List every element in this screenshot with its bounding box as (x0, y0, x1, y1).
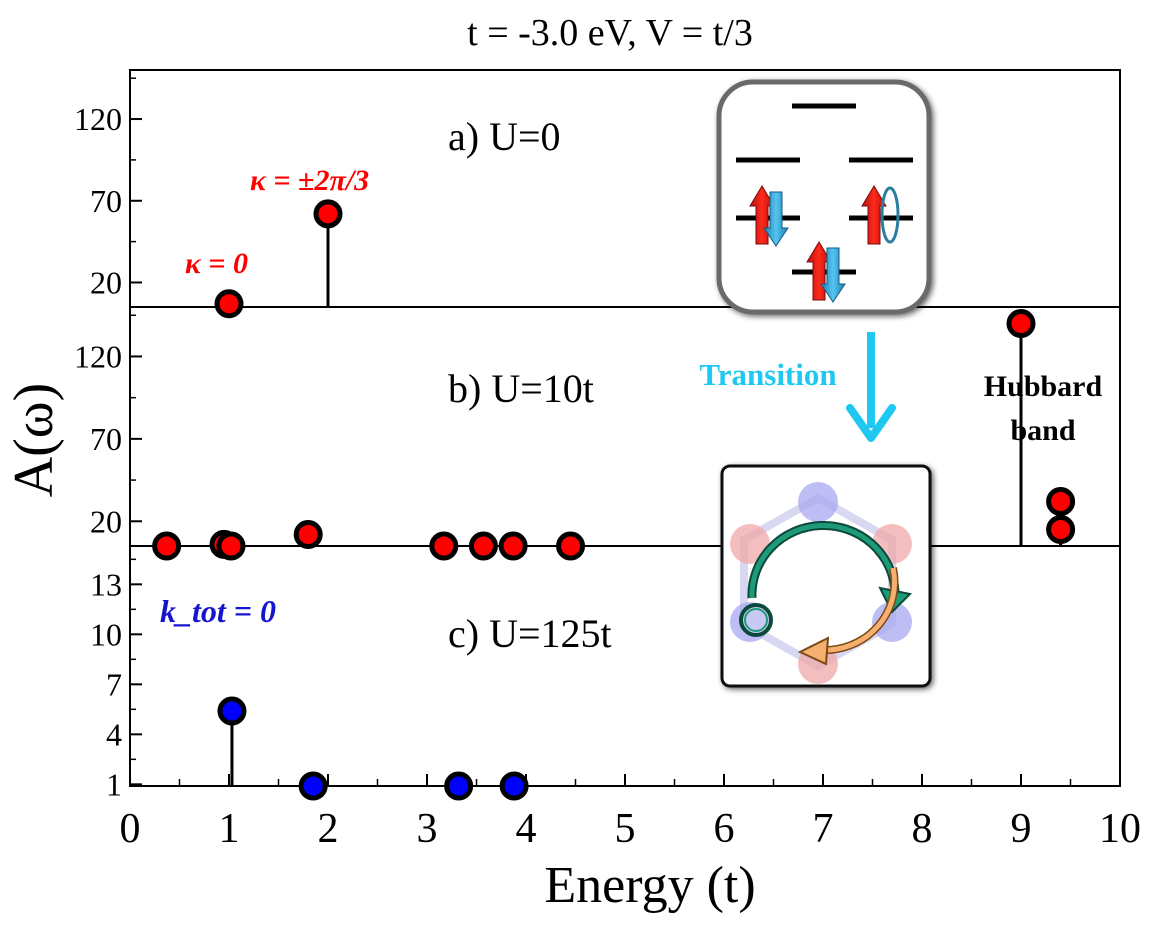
x-tick-label: 7 (813, 806, 834, 852)
hubbard-band-label-line1: Hubbard (984, 370, 1103, 403)
x-tick-label: 8 (912, 806, 933, 852)
y-tick-label: 13 (90, 566, 122, 602)
data-point-marker (556, 531, 586, 561)
data-point-marker (214, 289, 244, 319)
transition-label: Transition (699, 357, 836, 392)
spin-arrows (749, 185, 900, 303)
kappa-2pi-annotation: κ = ±2π/3 (250, 164, 369, 197)
x-tick-label: 6 (714, 806, 735, 852)
x-axis-label: Energy (t) (544, 857, 755, 914)
data-point-marker (498, 531, 528, 561)
hole-icon (880, 186, 900, 244)
y-tick-label: 70 (90, 421, 122, 457)
stems-layer (152, 199, 1076, 801)
x-tick-label: 5 (615, 806, 636, 852)
y-tick-label: 20 (90, 503, 122, 539)
data-point-marker (298, 771, 328, 801)
x-tick-label: 9 (1011, 806, 1032, 852)
data-point-marker (444, 771, 474, 801)
figure-title: t = -3.0 eV, V = t/3 (467, 12, 753, 54)
y-tick-label: 120 (74, 338, 122, 374)
data-point-marker (1006, 308, 1036, 338)
spin-down-icon (763, 191, 789, 247)
y-tick-label: 70 (90, 183, 122, 219)
data-point-marker (1046, 486, 1076, 516)
kappa-0-annotation: κ = 0 (185, 247, 248, 280)
y-tick-label: 1 (106, 766, 122, 802)
x-tick-label: 3 (417, 806, 438, 852)
x-tick-label: 4 (516, 806, 537, 852)
y-tick-label: 20 (90, 264, 122, 300)
panel-b-label: b) U=10t (448, 366, 594, 411)
data-point-marker (313, 199, 343, 229)
y-tick-label: 7 (106, 666, 122, 702)
axes-layer: 20 70 120 20 70 120 1 4 7 10 13 0 1 2 3 4 5 6 7 8 9 10 (74, 77, 1141, 852)
y-tick-label: 120 (74, 101, 122, 137)
data-point-marker (1046, 515, 1076, 545)
x-tick-label: 1 (219, 806, 240, 852)
y-tick-label: 10 (90, 616, 122, 652)
data-point-marker (429, 531, 459, 561)
spin-up-icon (861, 185, 887, 245)
ktot-annotation: k_tot = 0 (160, 593, 276, 629)
orbital-level-diagram-icon (716, 79, 932, 315)
panel-c-label: c) U=125t (448, 611, 612, 656)
data-point-marker (217, 696, 247, 726)
data-point-marker (499, 771, 529, 801)
x-tick-label: 0 (120, 806, 141, 852)
hubbard-band-label-line2: band (1010, 414, 1075, 447)
y-tick-label: 4 (106, 716, 122, 752)
data-point-marker (152, 531, 182, 561)
data-point-marker (216, 531, 246, 561)
ring-arrows (739, 521, 913, 666)
x-tick-label: 10 (1099, 806, 1141, 852)
panel-a-label: a) U=0 (448, 114, 561, 159)
down-arrow-icon (846, 332, 896, 442)
y-axis-label: A(ω) (3, 383, 65, 498)
spin-down-icon (820, 247, 846, 303)
data-point-marker (468, 531, 498, 561)
data-point-marker (293, 519, 323, 549)
x-tick-label: 2 (318, 806, 339, 852)
